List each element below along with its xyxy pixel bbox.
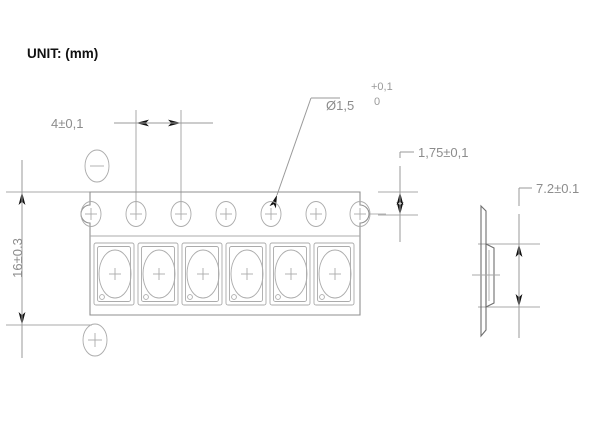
front-view-group bbox=[80, 149, 386, 357]
hole-diameter-label: Ø1,5 bbox=[326, 98, 354, 113]
hole-callout-group: Ø1,5 +0,1 0 bbox=[269, 81, 393, 209]
battery-cell bbox=[181, 242, 223, 306]
edge-dimension-label: 1,75±0,1 bbox=[418, 145, 469, 160]
polarity-positive-marker bbox=[82, 323, 108, 357]
pin-marker bbox=[125, 201, 147, 227]
unit-title: UNIT: (mm) bbox=[27, 46, 98, 61]
hole-tolerance-upper: +0,1 bbox=[371, 81, 393, 93]
height-dimension-group: 16±0.3 bbox=[6, 160, 92, 358]
cell-row bbox=[93, 242, 355, 306]
pin-marker bbox=[215, 201, 237, 227]
battery-cell bbox=[93, 242, 135, 306]
pin-marker bbox=[305, 201, 327, 227]
battery-cell bbox=[137, 242, 179, 306]
pin-marker bbox=[80, 201, 102, 227]
edge-dimension-group: 1,75±0,1 bbox=[378, 145, 469, 242]
body-outline bbox=[80, 191, 370, 316]
battery-cell bbox=[269, 242, 311, 306]
side-spine bbox=[480, 204, 487, 338]
side-body-block bbox=[485, 243, 495, 308]
battery-cell bbox=[313, 242, 355, 306]
pitch-dimension-label: 4±0,1 bbox=[51, 116, 83, 131]
pin-marker bbox=[170, 201, 192, 227]
pin-marker bbox=[260, 201, 282, 227]
hole-tolerance-lower: 0 bbox=[374, 96, 380, 108]
height-dimension-label: 16±0.3 bbox=[10, 238, 25, 278]
thickness-dimension-label: 7.2±0.1 bbox=[536, 181, 579, 196]
hole-leader-line bbox=[269, 97, 312, 209]
side-view-group bbox=[472, 204, 500, 338]
pitch-dimension-group: 4±0,1 bbox=[51, 110, 213, 212]
polarity-negative-marker bbox=[84, 149, 110, 183]
thickness-dimension-group: 7.2±0.1 bbox=[478, 181, 579, 338]
battery-cell bbox=[225, 242, 267, 306]
pin-row bbox=[80, 201, 371, 227]
